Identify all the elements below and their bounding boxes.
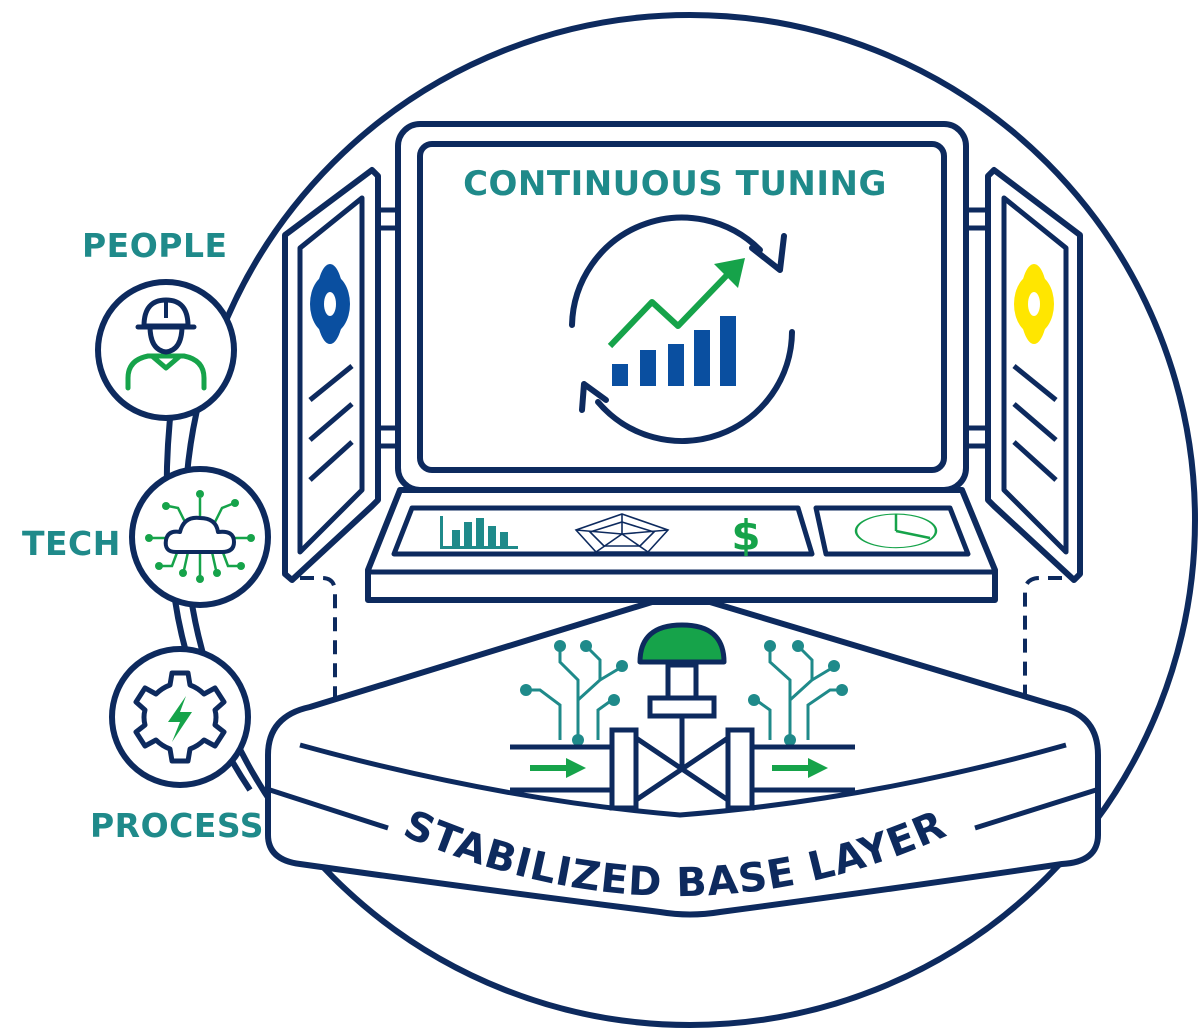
people-pillar <box>95 279 237 421</box>
dollar-icon: $ <box>731 511 760 560</box>
people-label: PEOPLE <box>82 226 228 265</box>
pie-chart-icon <box>854 513 938 549</box>
tech-label: TECH <box>22 524 121 563</box>
gear-lightning-icon <box>133 670 227 764</box>
control-valve-icon <box>510 622 855 811</box>
dashed-link-right <box>958 576 1062 722</box>
cycle-growth-chart-icon <box>569 214 795 444</box>
left-side-panel <box>282 167 398 583</box>
worker-hardhat-icon <box>125 297 207 391</box>
process-pillar <box>109 646 251 788</box>
bar-chart-icon <box>440 516 518 549</box>
radar-chart-icon <box>574 513 670 553</box>
right-side-panel <box>966 167 1083 583</box>
console-panel-side <box>813 505 971 557</box>
base-platform-top-rim <box>299 742 1067 818</box>
console-panel-main <box>391 505 815 557</box>
left-gear-icon <box>310 264 350 344</box>
base-band-right <box>974 787 1097 831</box>
cloud-network-icon <box>145 490 255 583</box>
base-band-left <box>269 787 389 831</box>
continuous-tuning-title: CONTINUOUS TUNING <box>463 164 887 204</box>
monitor-screen <box>417 141 947 473</box>
process-label: PROCESS <box>90 806 264 845</box>
dashed-link-left <box>300 576 405 722</box>
right-gear-icon <box>1014 264 1054 344</box>
tech-pillar <box>129 466 271 608</box>
